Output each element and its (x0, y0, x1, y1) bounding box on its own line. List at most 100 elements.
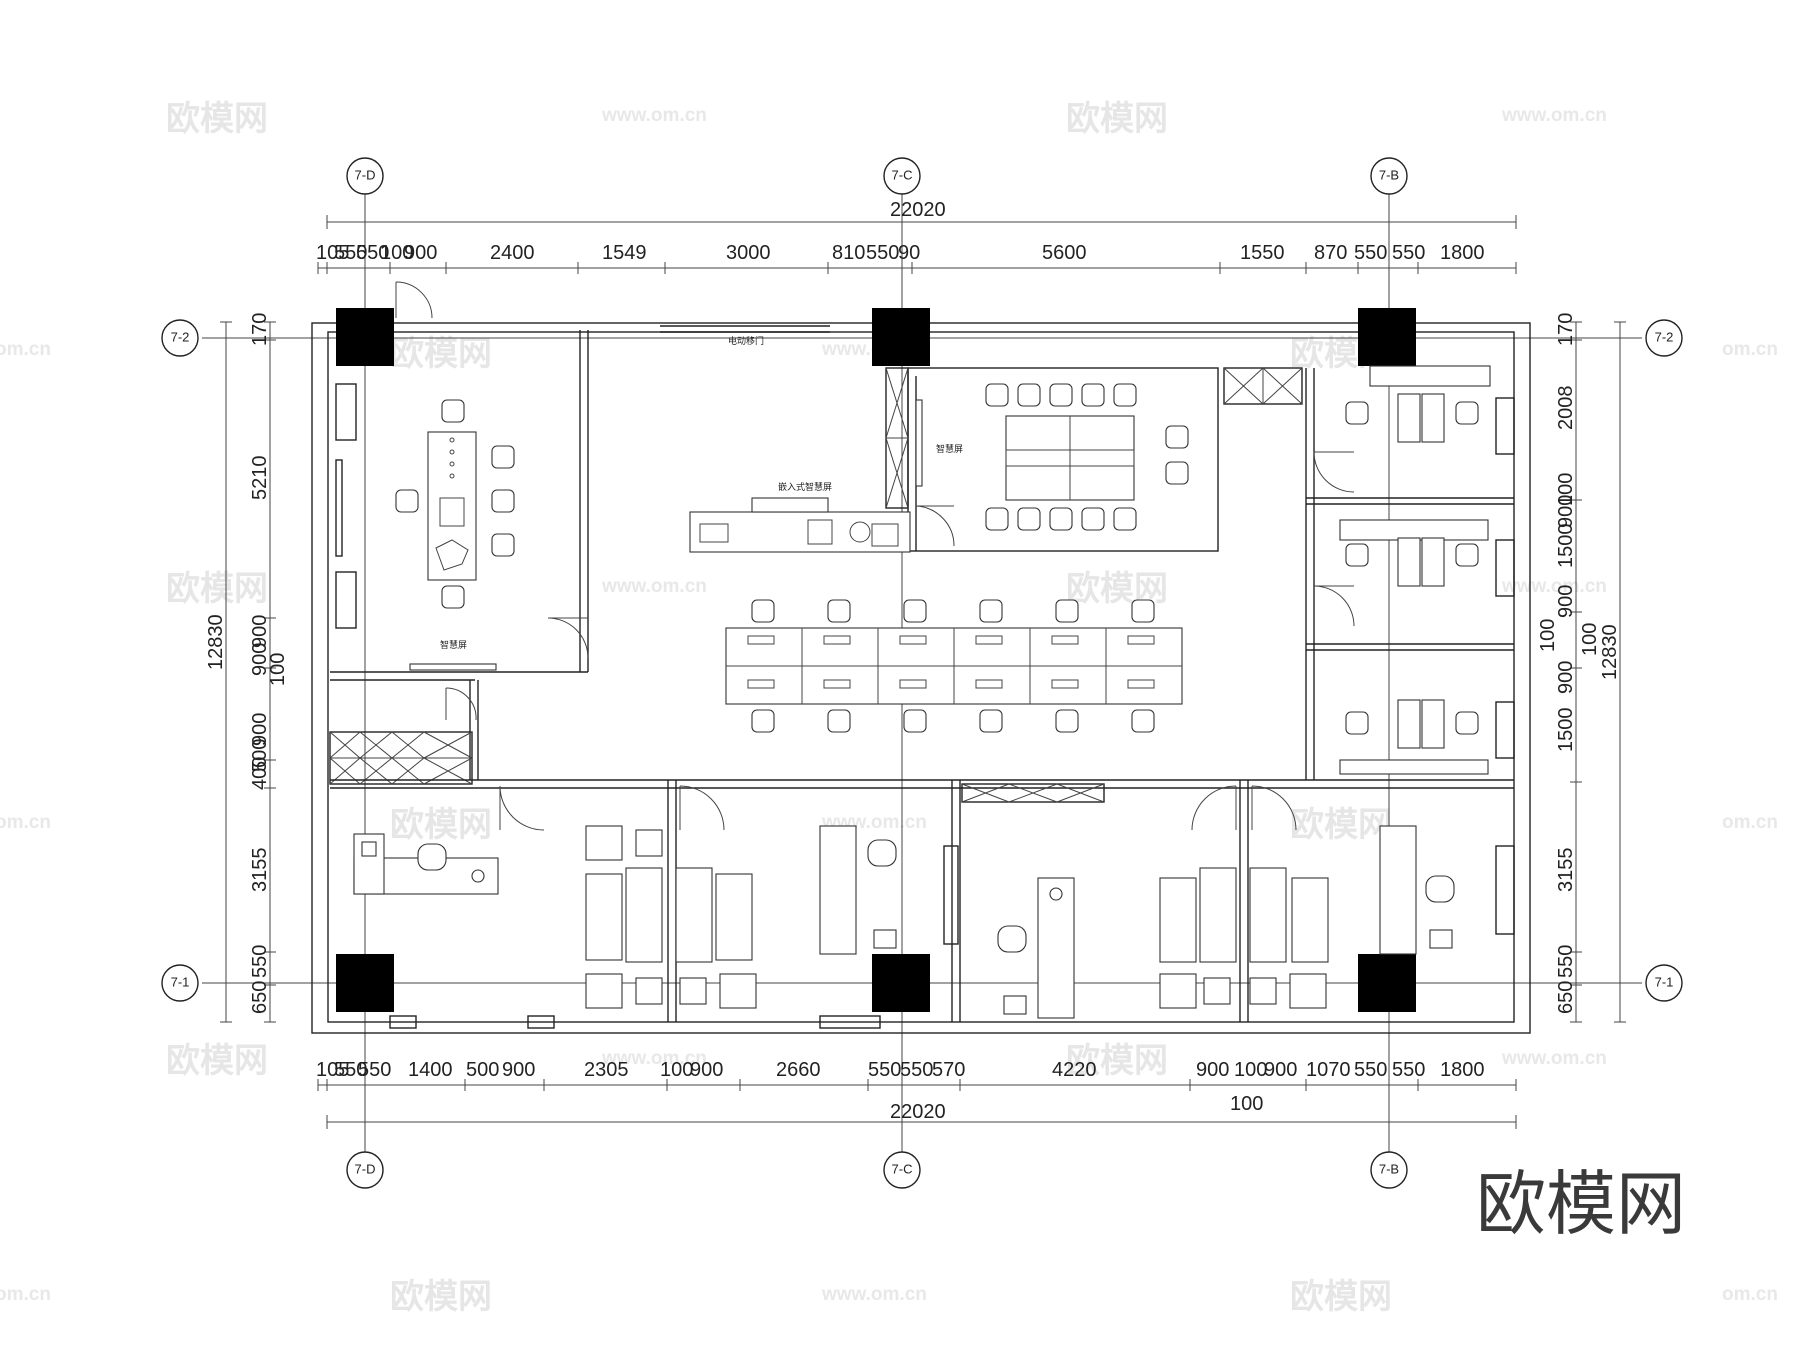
open-office-workstations (725, 627, 1183, 705)
watermark-url: www.om.cn (1501, 105, 1607, 126)
svg-text:900: 900 (1555, 495, 1577, 528)
svg-text:1500: 1500 (1555, 708, 1577, 753)
axis-label: 7-B (1379, 167, 1399, 182)
dim-total-height-right: 12830 (1599, 624, 1621, 680)
svg-text:900: 900 (404, 242, 437, 264)
column (336, 954, 394, 1012)
axis-bubble-top (1370, 157, 1408, 195)
embedded-screen-label: 嵌入式智慧屏 (778, 481, 832, 493)
dim-total-height: 12830 (205, 614, 227, 670)
watermark-url: www.om.cn (1501, 576, 1607, 597)
svg-text:650: 650 (1555, 981, 1577, 1014)
svg-text:100: 100 (1579, 623, 1601, 656)
watermark-brand: 欧模网 (166, 569, 268, 609)
svg-text:900: 900 (1555, 661, 1577, 694)
column (1358, 308, 1416, 366)
watermark-url: www.om.cn (601, 105, 707, 126)
svg-text:5600: 5600 (1042, 242, 1087, 264)
meeting-room-table: 智慧屏 (915, 399, 1135, 501)
watermark-brand: 欧模网 (390, 1277, 492, 1317)
svg-text:1549: 1549 (602, 242, 647, 264)
door-swings (395, 281, 1355, 831)
smart-screen-1 (409, 663, 497, 671)
svg-text:550: 550 (1354, 1059, 1387, 1081)
svg-text:90: 90 (898, 242, 920, 264)
axis-label: 7-C (892, 167, 913, 182)
smart-screen-label-2: 智慧屏 (936, 443, 963, 455)
svg-text:100: 100 (1234, 1059, 1267, 1081)
svg-text:2305: 2305 (584, 1059, 629, 1081)
right-offices-furniture (1339, 365, 1491, 775)
axis-label: 7-1 (171, 974, 190, 989)
watermark-url: om.cn (1722, 339, 1778, 360)
svg-text:650: 650 (249, 981, 271, 1014)
watermark-brand: 欧模网 (1290, 1277, 1392, 1317)
right-dimensions: 170 2008 100 900 1500 900 100 900 1500 3… (1537, 313, 1626, 1023)
axis-bubble-left (161, 319, 199, 357)
top-dimensions: 22020 105 550 550 100 900 2400 1549 3000… (316, 199, 1517, 274)
office-2-furniture (675, 825, 897, 1009)
office-4-furniture (1249, 825, 1455, 1009)
watermark-url: www.om.cn (1501, 1048, 1607, 1069)
svg-text:550: 550 (249, 945, 271, 978)
axis-bubble-bottom (1370, 1151, 1408, 1189)
svg-text:550: 550 (868, 1059, 901, 1081)
svg-text:550: 550 (1392, 242, 1425, 264)
watermark-url: www.om.cn (601, 1048, 707, 1069)
manager-office-furniture (353, 825, 663, 1009)
svg-text:4220: 4220 (1052, 1059, 1097, 1081)
svg-text:400: 400 (249, 757, 271, 790)
svg-text:900: 900 (690, 1059, 723, 1081)
axis-label: 7-2 (171, 329, 190, 344)
watermark-brand: 欧模网 (390, 334, 492, 374)
watermark-brand: 欧模网 (390, 805, 492, 845)
svg-text:500: 500 (466, 1059, 499, 1081)
svg-text:3155: 3155 (1555, 848, 1577, 893)
svg-text:5210: 5210 (249, 456, 271, 501)
brand-logo: 欧模网 (1476, 1163, 1686, 1245)
svg-text:2008: 2008 (1555, 386, 1577, 431)
svg-text:900: 900 (1196, 1059, 1229, 1081)
watermark-url: om.cn (0, 339, 51, 360)
svg-text:100: 100 (380, 242, 413, 264)
watermark-brand: 欧模网 (166, 1041, 268, 1081)
watermark-url: om.cn (1722, 812, 1778, 833)
svg-text:1800: 1800 (1440, 242, 1485, 264)
svg-text:3000: 3000 (726, 242, 771, 264)
reception-counter: 嵌入式智慧屏 (689, 481, 911, 553)
svg-text:1800: 1800 (1440, 1059, 1485, 1081)
conference-table (427, 431, 477, 581)
svg-text:900: 900 (1264, 1059, 1297, 1081)
axis-label: 7-D (355, 167, 376, 182)
svg-text:810: 810 (832, 242, 865, 264)
svg-text:870: 870 (1314, 242, 1347, 264)
svg-text:550: 550 (356, 242, 389, 264)
svg-text:1500: 1500 (1555, 524, 1577, 569)
svg-text:550: 550 (1555, 945, 1577, 978)
left-dimensions: 12830 170 5210 900 900 100 900 500 400 3… (205, 313, 289, 1023)
column (1358, 954, 1416, 1012)
dim-right-extra: 100 (1537, 619, 1559, 652)
svg-text:1550: 1550 (1240, 242, 1285, 264)
svg-text:2660: 2660 (776, 1059, 821, 1081)
axis-bubble-bottom (883, 1151, 921, 1189)
watermark-brand: 欧模网 (1290, 805, 1392, 845)
svg-text:170: 170 (249, 313, 271, 346)
svg-text:900: 900 (249, 713, 271, 746)
axis-bubbles: 7-D 7-C 7-B 7-D 7-C 7-B 7-2 7-1 7-2 7-1 (161, 157, 1683, 1189)
windows (335, 383, 1515, 1029)
axis-label: 7-C (892, 1161, 913, 1176)
svg-text:550: 550 (334, 1059, 367, 1081)
svg-text:1400: 1400 (408, 1059, 453, 1081)
sliding-door-label: 电动移门 (728, 335, 764, 347)
svg-text:550: 550 (1392, 1059, 1425, 1081)
svg-text:900: 900 (1555, 585, 1577, 618)
axis-bubble-right (1645, 964, 1683, 1002)
watermark-brand: 欧模网 (166, 99, 268, 139)
svg-text:900: 900 (249, 643, 271, 676)
dim-bottom-extra: 100 (1230, 1093, 1263, 1115)
axis-label: 7-2 (1655, 329, 1674, 344)
svg-text:900: 900 (502, 1059, 535, 1081)
